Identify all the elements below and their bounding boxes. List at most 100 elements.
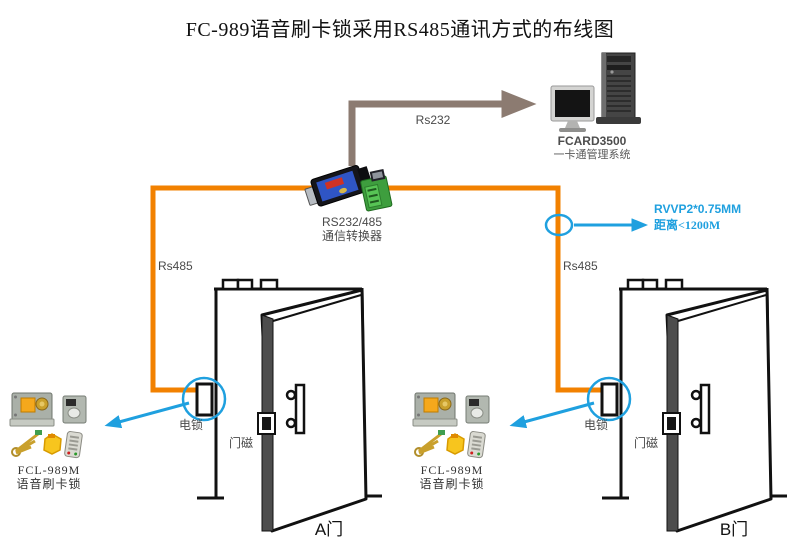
tower-base (596, 117, 641, 124)
rim-lock-screw (417, 395, 420, 399)
lock-pointer-arrow (104, 401, 190, 429)
computer-model-label: FCARD3500 (558, 134, 627, 148)
electric-lock-label: 电锁 (179, 417, 203, 432)
door-handle-bar (699, 383, 711, 435)
frame-top-block (259, 278, 279, 291)
rim-lock-pad (20, 397, 36, 413)
cable-spec-callout: RVVP2*0.75MM 距离<1200M (544, 202, 741, 237)
remote-red-button (67, 451, 71, 455)
bracket-hole (67, 407, 81, 419)
converter-label-line2: 通信转换器 (322, 228, 382, 243)
keyfob-notch (451, 434, 458, 438)
lock-highlight-circle (181, 376, 227, 422)
door-handle-screw (690, 417, 702, 429)
frame-top-block (641, 278, 659, 291)
rs485-label-right: Rs485 (563, 259, 598, 273)
door-b-frame (602, 278, 787, 500)
door-handle-screw (285, 389, 297, 401)
kit-model-label: FCL-989M (421, 463, 484, 477)
door-leaf-top-edge (677, 294, 767, 322)
terminal-slots (367, 187, 380, 204)
door-b: 电锁 门磁 B门 (509, 278, 787, 539)
rim-lock-screw (14, 413, 17, 417)
rs485-label-left: Rs485 (158, 259, 193, 273)
management-computer: FCARD3500 一卡通管理系统 (550, 52, 641, 161)
monitor-screen (555, 90, 590, 117)
remote-icon (64, 431, 83, 459)
adapter-label-red (324, 177, 345, 190)
door-a-leaf (257, 288, 368, 533)
remote-green-button (477, 452, 481, 456)
remote-red-button (470, 451, 474, 455)
remote-icon (467, 431, 486, 459)
door-frame-outline (602, 287, 787, 500)
lock-highlight-circle (586, 376, 632, 422)
bracket-hole (470, 407, 484, 419)
rim-lock-cylinder-core (39, 401, 45, 407)
cable-spec-line1: RVVP2*0.75MM (654, 202, 741, 216)
rs232-arrow-line (348, 90, 537, 166)
electric-lock-icon (600, 382, 619, 417)
monitor-stand (565, 121, 580, 128)
frame-top-block (221, 278, 240, 291)
strike-bracket-icon (465, 395, 490, 424)
cable-spec-line2: 距离<1200M (654, 217, 720, 232)
lock-pointer-arrow (509, 401, 595, 429)
computer-system-label: 一卡通管理系统 (554, 147, 631, 161)
converter-adapter-icon (304, 165, 373, 207)
lock-kit-b: FCL-989M 语音刷卡锁 (412, 392, 490, 491)
remote-green-button (74, 452, 78, 456)
key-shafts (418, 432, 442, 455)
door-b-label: B门 (720, 520, 748, 539)
frame-top-block (236, 278, 254, 291)
tower-drive-bay (607, 65, 631, 70)
lock-kit-a: FCL-989M 语音刷卡锁 (9, 392, 87, 491)
converter: RS232/485 通信转换器 (304, 165, 393, 243)
keyfob-body (446, 433, 465, 455)
strike-bracket-icon (62, 395, 87, 424)
door-b-leaf (662, 288, 773, 533)
keyfob-body (43, 433, 62, 455)
frame-top-block (626, 278, 645, 291)
tower-power-button (610, 70, 614, 74)
rim-lock-icon (9, 392, 55, 427)
tower-grille (607, 75, 631, 112)
tower-edge-highlight (602, 53, 606, 119)
keyfob-icon (43, 433, 62, 455)
bracket-notch (66, 399, 76, 406)
door-leaf-top-edge (272, 294, 362, 322)
kit-name-label: 语音刷卡锁 (419, 476, 484, 491)
converter-terminal-icon (360, 168, 393, 212)
rs232-label: Rs232 (416, 113, 451, 127)
door-handle-screw (285, 417, 297, 429)
door-a-frame (197, 278, 382, 500)
door-magnet-label: 门磁 (229, 435, 253, 450)
keyfob-icon (446, 433, 465, 455)
door-handle-bar (294, 383, 306, 435)
key-head (35, 430, 42, 435)
kit-model-label: FCL-989M (18, 463, 81, 477)
keys-icon (11, 430, 42, 457)
monitor-icon (550, 85, 595, 132)
rim-lock-screw (14, 395, 17, 399)
adapter-badge (339, 187, 347, 194)
terminal-dsub-face (372, 171, 384, 180)
computer-tower-icon (596, 52, 641, 124)
door-frame-outline (197, 287, 382, 500)
rim-lock-pad (423, 397, 439, 413)
kit-name-label: 语音刷卡锁 (16, 476, 81, 491)
door-a: 电锁 门磁 A门 (104, 278, 382, 539)
electric-lock-icon (195, 382, 214, 417)
rim-lock-base (412, 418, 458, 427)
rs232-cable: Rs232 (348, 90, 537, 166)
converter-label-line1: RS232/485 (322, 215, 382, 229)
door-magnet-icon (262, 417, 271, 430)
door-leaf-face (665, 288, 773, 533)
door-handle-screw (690, 389, 702, 401)
cable-highlight-ellipse (544, 213, 574, 237)
door-leaf-face (260, 288, 368, 533)
monitor-base (559, 128, 586, 132)
diagram-title: FC-989语音刷卡锁采用RS485通讯方式的布线图 (186, 18, 615, 41)
